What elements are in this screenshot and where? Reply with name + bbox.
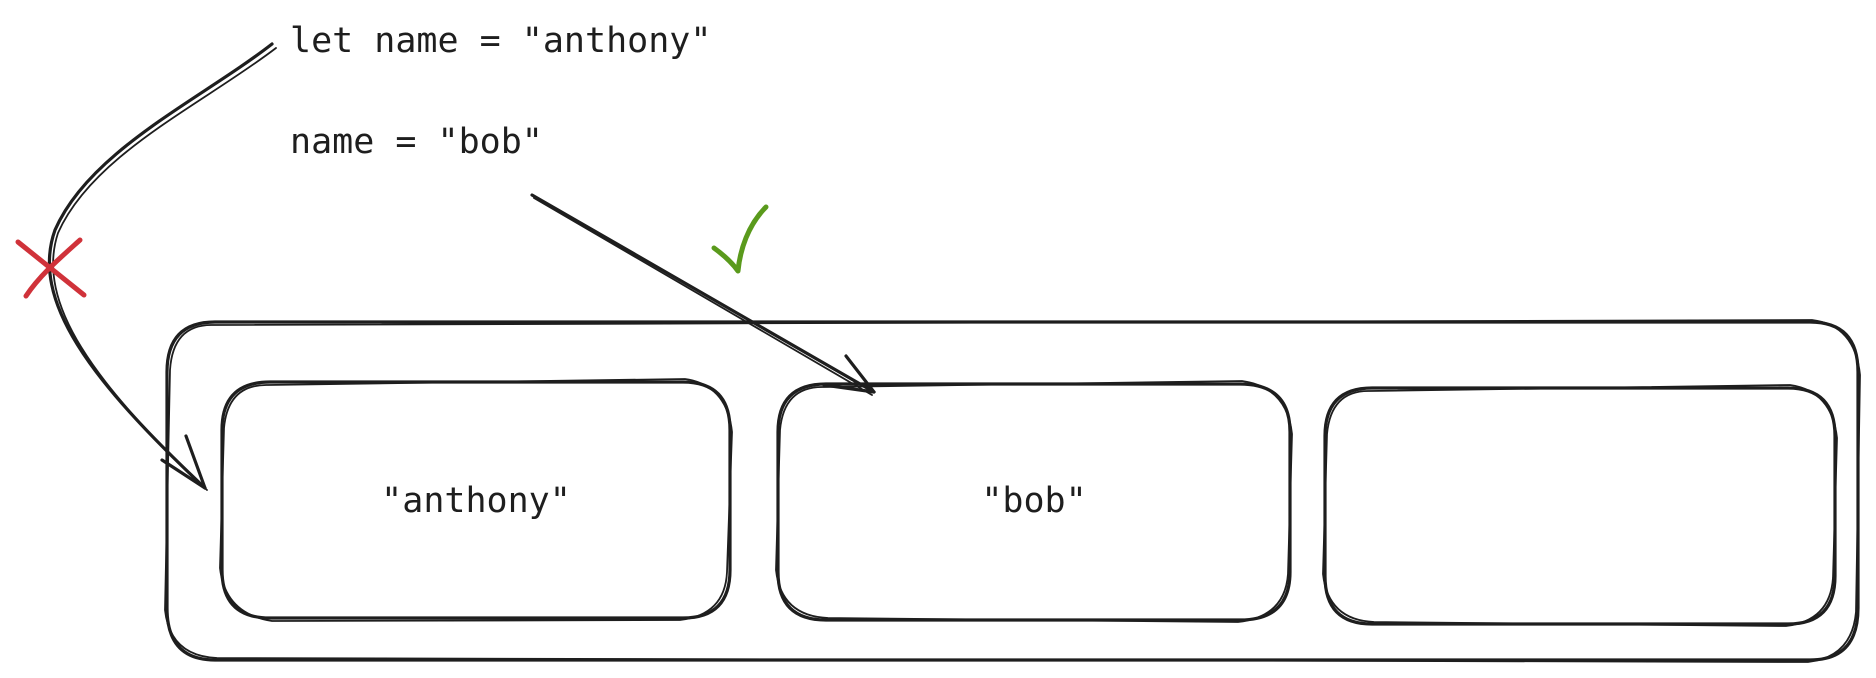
pointer-arrow-reassignment <box>530 193 876 396</box>
memory-slot-label: "bob" <box>981 481 1086 521</box>
code-line-reassignment: name = "bob" <box>290 122 543 162</box>
memory-container <box>164 319 1861 663</box>
memory-slot-empty <box>1322 384 1838 627</box>
cross-icon <box>15 237 87 299</box>
memory-slot-label: "anthony" <box>381 481 571 521</box>
code-line-declaration: let name = "anthony" <box>290 21 712 61</box>
memory-slot-bob: "bob" <box>775 380 1293 623</box>
pointer-arrow-declaration <box>47 42 277 491</box>
memory-slot-anthony: "anthony" <box>219 378 733 622</box>
checkmark-icon <box>711 204 769 274</box>
